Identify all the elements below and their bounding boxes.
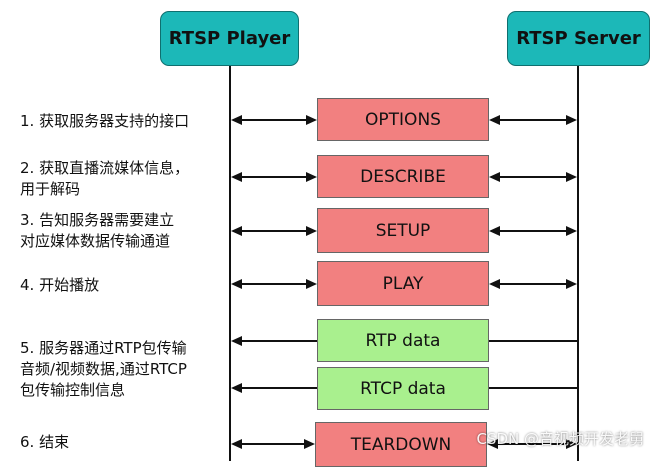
step-2-label: 2. 获取直播流媒体信息， 用于解码 [20, 159, 190, 198]
step-4-label: 4. 开始播放 [20, 276, 100, 294]
watermark: CSDN @音视频开发老舅 [476, 430, 644, 448]
play-message: PLAY [317, 261, 489, 306]
rtsp-player-actor: RTSP Player [160, 11, 299, 66]
rtp-right-line [489, 333, 577, 349]
options-right-arrow [489, 112, 577, 128]
step-6-label: 6. 结束 [20, 433, 70, 451]
step-5-label: 5. 服务器通过RTP包传输 音频/视频数据,通过RTCP 包传输控制信息 [20, 339, 187, 399]
player-lifeline [229, 66, 231, 461]
describe-message: DESCRIBE [317, 155, 489, 198]
teardown-right-arrow [487, 436, 577, 452]
step-1-label: 1. 获取服务器支持的接口 [20, 112, 190, 130]
play-right-arrow [489, 276, 577, 292]
rtcp-right-line [489, 380, 577, 396]
step-3-label: 3. 告知服务器需要建立 对应媒体数据传输通道 [20, 211, 175, 250]
describe-left-arrow [231, 169, 317, 185]
rtp-left-arrow [231, 333, 317, 349]
play-left-arrow [231, 276, 317, 292]
rtcp-data-message: RTCP data [317, 367, 489, 410]
rtp-data-message: RTP data [317, 319, 489, 362]
describe-right-arrow [489, 169, 577, 185]
server-lifeline [577, 66, 579, 461]
setup-right-arrow [489, 223, 577, 239]
rtcp-left-arrow [231, 380, 317, 396]
setup-left-arrow [231, 223, 317, 239]
teardown-left-arrow [231, 436, 315, 452]
options-message: OPTIONS [317, 98, 489, 141]
options-left-arrow [231, 112, 317, 128]
rtsp-server-actor: RTSP Server [507, 11, 650, 66]
teardown-message: TEARDOWN [315, 422, 487, 467]
setup-message: SETUP [317, 208, 489, 253]
